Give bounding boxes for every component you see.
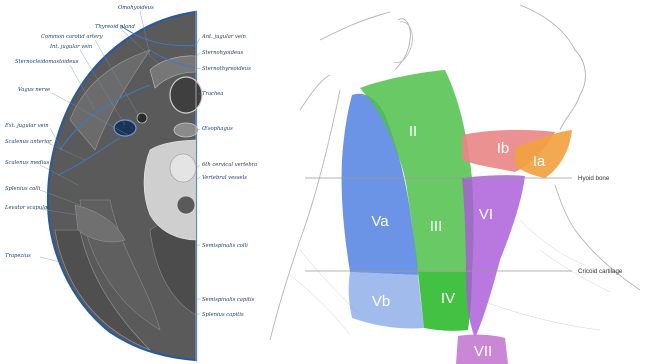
label-6th-cervical-vertebra: 6th cervical vertebra <box>202 162 257 168</box>
jugular-vein <box>114 120 136 136</box>
label-thyreoid-gland: Thyreoid gland <box>95 24 135 30</box>
zone-label-vb: Vb <box>372 293 390 310</box>
label-ext-jugular-vein: Ext. jugular vein <box>4 123 49 129</box>
spinal-canal <box>177 196 195 214</box>
cross-section-panel: Omohyoideus Thyreoid gland Common caroti… <box>4 5 257 362</box>
label-semispinalis-capitis: Semispinalis capitis <box>202 297 255 303</box>
label-int-jugular-vein: Int. jugular vein <box>49 44 92 50</box>
label-trapezius: Trapezius <box>5 253 31 259</box>
zone-label-ib: Ib <box>497 140 510 157</box>
label-vagus-nerve: Vagus nerve <box>18 87 50 93</box>
zone-label-ia: Ia <box>533 153 546 170</box>
label-scalenus-anterior: Scalenus anterior <box>5 139 52 145</box>
label-sternohyoideus: Sternohyoideus <box>202 50 243 56</box>
label-oesophagus: Œsophagus <box>202 126 233 132</box>
zone-label-iv: IV <box>441 290 455 307</box>
label-vertebral-vessels: Vertebral vessels <box>202 175 247 181</box>
oesophagus <box>174 123 198 137</box>
vertebral-body <box>170 154 196 182</box>
zone-label-va: Va <box>371 213 389 230</box>
label-common-carotid-artery: Common carotid artery <box>41 34 103 40</box>
zone-level-vi <box>462 175 525 338</box>
zone-label-vi: VI <box>479 206 493 223</box>
cricoid-cartilage-label: Cricoid cartilage <box>578 268 623 275</box>
label-splenius-capitis: Splenius capitis <box>202 312 244 318</box>
label-trachea: Trachea <box>202 91 223 97</box>
carotid-artery <box>137 113 147 123</box>
hyoid-bone-label: Hyoid bone <box>578 175 610 182</box>
neck-levels-panel: Hyoid bone Cricoid cartilage II Ib Ia Va… <box>270 5 640 364</box>
label-sternocleidomastoideus: Sternocleidomastoideus <box>15 59 79 65</box>
label-sternothyreoideus: Sternothyreoideus <box>202 66 251 72</box>
label-splenius-colli: Splenius colli <box>5 186 41 192</box>
trachea <box>170 77 202 113</box>
zone-label-ii: II <box>409 123 417 140</box>
label-levator-scapulae: Levator scapulæ <box>4 205 49 211</box>
label-scalenus-medius: Scalenus medius <box>5 160 50 166</box>
label-semispinalis-colli: Semispinalis colli <box>202 243 248 249</box>
label-ant-jugular-vein: Ant. jugular vein <box>201 34 246 40</box>
zone-label-iii: III <box>430 218 443 235</box>
label-omohyoideus: Omohyoideus <box>118 5 154 11</box>
zone-label-vii: VII <box>474 343 492 360</box>
